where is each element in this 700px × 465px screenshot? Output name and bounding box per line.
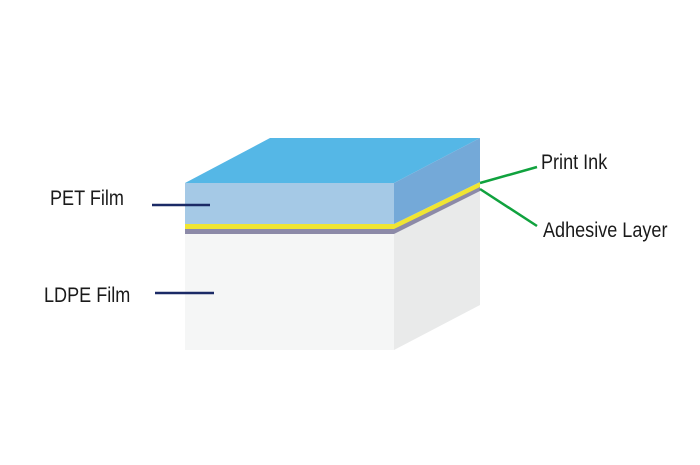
pet-film-label: PET Film xyxy=(50,187,124,210)
ldpe-film-side-face xyxy=(394,190,480,350)
print-ink-layer-front xyxy=(185,224,394,229)
ldpe-film-front-face xyxy=(185,233,394,350)
adhesive-layer-leader-line xyxy=(479,187,538,228)
print-ink-leader-line xyxy=(479,165,538,185)
adhesive-layer-front xyxy=(185,229,394,234)
pet-film-top-face xyxy=(185,138,480,183)
adhesive-layer-label: Adhesive Layer xyxy=(543,219,668,242)
print-ink-layer-side xyxy=(394,182,480,229)
pet-film-front-face xyxy=(185,183,394,224)
print-ink-label: Print Ink xyxy=(541,151,608,174)
pet-film-side-face xyxy=(394,138,480,224)
ldpe-film-label: LDPE Film xyxy=(44,284,131,307)
adhesive-layer-side xyxy=(394,186,480,234)
